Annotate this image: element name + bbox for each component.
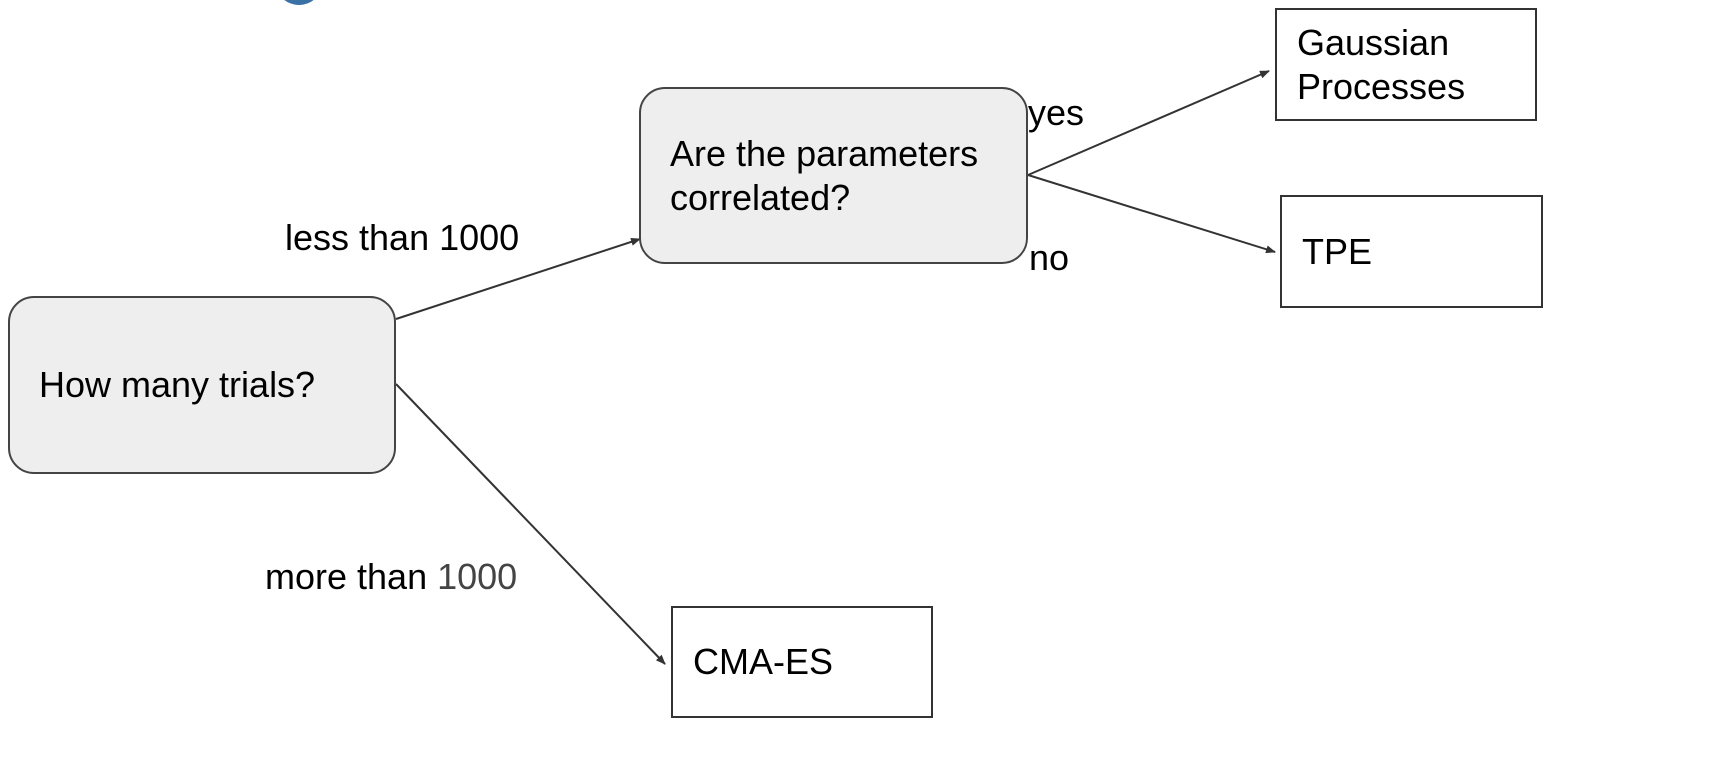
node-label-cma-es: CMA-ES [693, 641, 834, 683]
edge-label-no: no [1029, 237, 1070, 278]
node-label-correlation: Are the parameters correlated? [670, 133, 979, 218]
edge-label-yes: yes [1028, 92, 1085, 133]
decision-node-correlation: Are the parameters correlated? [639, 87, 1028, 264]
edge-label-more-than-number: 1000 [437, 556, 518, 597]
edge-label-more-than-prefix: more than [265, 556, 438, 597]
node-label-tpe: TPE [1302, 230, 1373, 272]
result-node-tpe: TPE [1280, 195, 1543, 308]
arrow-more-than-1000 [395, 383, 666, 665]
node-label-gaussian-processes: Gaussian Processes [1297, 22, 1466, 107]
result-node-gaussian-processes: Gaussian Processes [1275, 8, 1537, 121]
edge-label-less-than-1000: less than 1000 [285, 217, 520, 258]
edge-label-more-than-1000: more than 1000 [265, 559, 517, 595]
result-node-cma-es: CMA-ES [671, 606, 933, 718]
node-label-trials: How many trials? [39, 364, 316, 406]
logo-fragment-icon [275, 0, 323, 5]
decision-node-trials: How many trials? [8, 296, 396, 474]
